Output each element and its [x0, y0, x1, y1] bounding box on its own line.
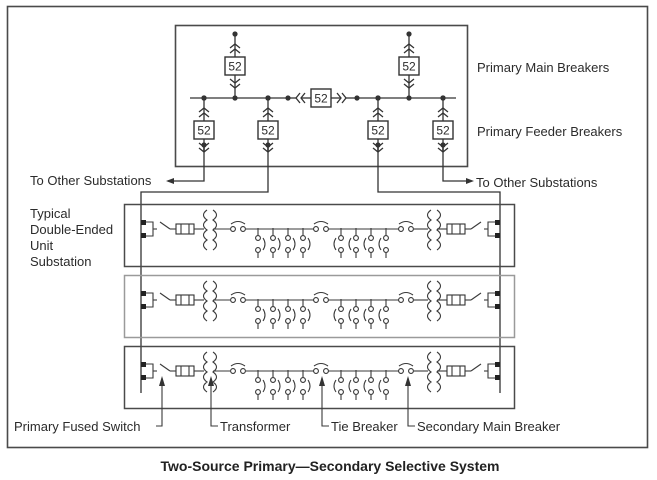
label-typical-line-3: Unit [30, 238, 54, 253]
primary-main-breaker-left: 52 [224, 31, 246, 101]
primary-main-breaker-right: 52 [398, 31, 420, 101]
secondary-tie-breaker [313, 220, 329, 232]
label-typical-line-4: Substation [30, 254, 91, 269]
label-primary-main-breakers: Primary Main Breakers [477, 60, 610, 75]
transformer-right [414, 280, 442, 322]
feeder-breakers-left [255, 299, 311, 329]
transformer-right [414, 209, 442, 251]
primary-fused-switch-right [437, 362, 500, 380]
primary-feeder-breaker-3: 52 [367, 95, 389, 153]
arrow-right-icon [466, 178, 474, 184]
secondary-main-breaker-right [398, 291, 414, 303]
substation-frame [123, 203, 516, 268]
feeder-breakers-right [333, 299, 389, 329]
label-typical-line-2: Double-Ended [30, 222, 113, 237]
secondary-main-breaker-right [398, 362, 414, 374]
substation-frame [123, 345, 516, 410]
feeder-breakers-right [333, 228, 389, 258]
label-primary-fused-switch: Primary Fused Switch [14, 419, 140, 434]
label-to-other-substations-left: To Other Substations [30, 173, 152, 188]
primary-fused-switch-left [141, 291, 204, 309]
arrow-left-icon [166, 178, 174, 184]
breaker-52-label: 52 [371, 124, 385, 138]
breaker-52-label: 52 [314, 92, 328, 106]
breaker-52-label: 52 [436, 124, 450, 138]
transformer-right [414, 351, 442, 393]
primary-fused-switch-left [141, 362, 204, 380]
label-primary-feeder-breakers: Primary Feeder Breakers [477, 124, 623, 139]
primary-feeder-breaker-4: 52 [432, 95, 454, 153]
primary-switchgear-box [174, 24, 469, 168]
label-to-other-substations-right: To Other Substations [476, 175, 598, 190]
callout-leaders [156, 376, 415, 427]
secondary-tie-breaker [313, 362, 329, 374]
transformer-left [202, 209, 230, 251]
label-transformer: Transformer [220, 419, 291, 434]
transformer-left [202, 280, 230, 322]
feeder-breakers-right [333, 370, 389, 400]
secondary-main-breaker-left [230, 291, 246, 303]
primary-feeder-breaker-2: 52 [257, 95, 279, 153]
secondary-tie-breaker [313, 291, 329, 303]
primary-fused-switch-right [437, 220, 500, 238]
feeder-breakers-left [255, 370, 311, 400]
breaker-52-label: 52 [261, 124, 275, 138]
outer-frame [6, 5, 649, 449]
primary-fused-switch-left [141, 220, 204, 238]
transformer-left [202, 351, 230, 393]
feeder-cables [140, 145, 501, 393]
secondary-main-breaker-left [230, 220, 246, 232]
unit-substation-2 [123, 274, 516, 339]
diagram-title: Two-Source Primary—Secondary Selective S… [161, 458, 500, 474]
label-typical-line-1: Typical [30, 206, 71, 221]
primary-fused-switch-right [437, 291, 500, 309]
unit-substation-3 [123, 345, 516, 410]
unit-substation-1 [123, 203, 516, 268]
substation-frame [123, 274, 516, 339]
primary-feeder-breaker-1: 52 [193, 95, 215, 153]
feeder-breakers-left [255, 228, 311, 258]
label-tie-breaker: Tie Breaker [331, 419, 398, 434]
primary-tie-breaker: 52 [201, 88, 446, 108]
breaker-52-label: 52 [402, 60, 416, 74]
breaker-52-label: 52 [228, 60, 242, 74]
breaker-52-label: 52 [197, 124, 211, 138]
secondary-main-breaker-left [230, 362, 246, 374]
label-secondary-main-breaker: Secondary Main Breaker [417, 419, 561, 434]
secondary-main-breaker-right [398, 220, 414, 232]
